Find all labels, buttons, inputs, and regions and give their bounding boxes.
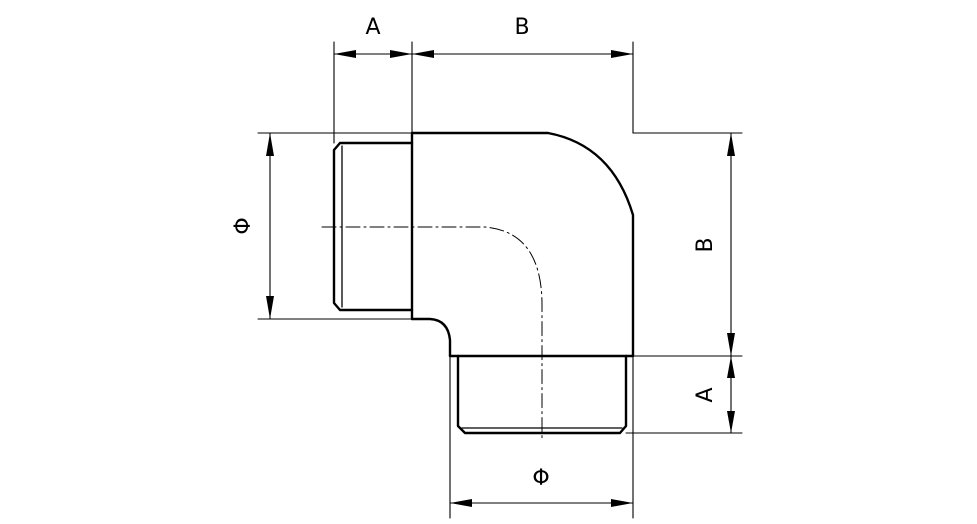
arrow-right-a-top [727,356,735,378]
dimension-top-b [411,50,634,58]
dimension-bottom-diameter [449,499,634,507]
arrow-top-b-right [611,50,633,58]
arrow-top-a-left [334,50,356,58]
label-bottom-diameter: Φ [532,466,549,491]
label-top-b: B [514,15,529,40]
label-right-b: B [693,237,718,252]
arrow-top-b-left [412,50,434,58]
label-top-a: A [365,15,380,40]
extension-lines [257,41,743,519]
arrow-top-a-right [390,50,412,58]
arrow-right-a-bottom [727,411,735,433]
arrow-right-b-bottom [727,333,735,356]
arrow-bottom-diameter-right [611,499,633,507]
center-line [321,226,543,441]
arrow-left-diameter-top [266,133,274,156]
dimension-right-a [727,355,735,434]
label-left-diameter: Φ [231,217,256,234]
elbow-inner-bend [410,317,452,358]
dimension-top-a [333,50,413,58]
bottom-spigot-outline [456,354,628,435]
arrow-bottom-diameter-left [450,499,472,507]
elbow-outer-contour [410,131,635,358]
dimension-right-b [727,132,735,357]
elbow-body [410,131,635,358]
dimension-left-diameter [266,132,274,320]
arrow-right-b-top [727,133,735,156]
label-right-a: A [693,387,718,402]
arrow-left-diameter-bottom [266,296,274,319]
